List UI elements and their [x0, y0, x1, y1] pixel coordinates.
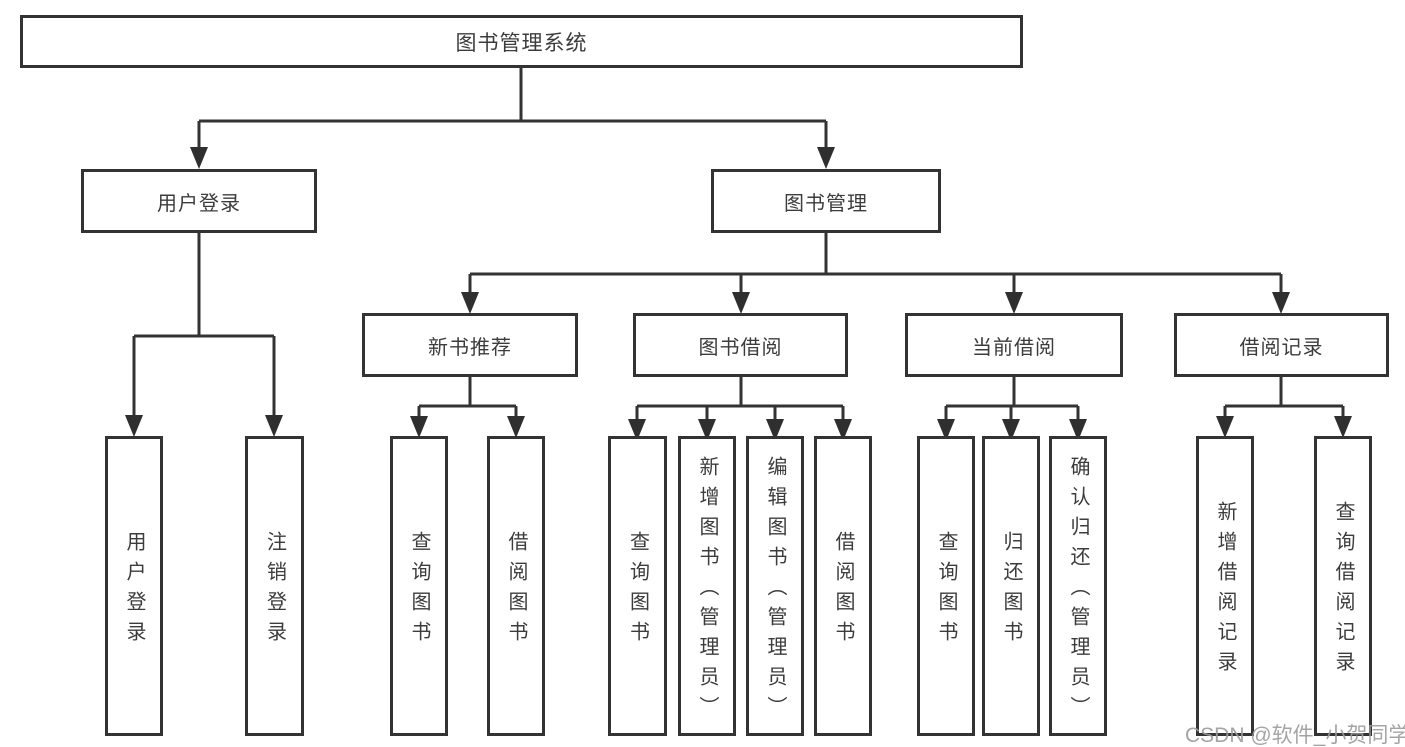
- leaf-return-book-label: 归还图书: [1000, 531, 1022, 651]
- connector-bookmgmt-to-level3: [461, 233, 1290, 314]
- leaf-query-book-current: 查询图书: [917, 436, 975, 736]
- node-book-borrowing: 图书借阅: [633, 313, 848, 377]
- csdn-watermark: CSDN @软件_小贺同学: [1185, 724, 1405, 747]
- leaf-add-borrow-record: 新增借阅记录: [1196, 436, 1254, 736]
- node-book-borrowing-label: 图书借阅: [698, 336, 783, 359]
- leaf-user-login: 用户登录: [105, 436, 163, 736]
- leaf-edit-book-admin: 编辑图书（管理员）: [746, 436, 804, 736]
- leaf-borrow-book-newbooks-label: 借阅图书: [505, 531, 527, 651]
- node-borrowing-records-label: 借阅记录: [1239, 336, 1324, 359]
- leaf-borrow-book-borrowing: 借阅图书: [814, 436, 872, 736]
- connector-bookborrow-to-leaves: [628, 377, 852, 441]
- node-book-management-label: 图书管理: [784, 192, 868, 215]
- node-user-login-group: 用户登录: [81, 169, 317, 233]
- leaf-query-book-newbooks-label: 查询图书: [408, 531, 430, 651]
- leaf-logout-label: 注销登录: [263, 531, 286, 651]
- node-current-borrowing-label: 当前借阅: [972, 336, 1056, 359]
- leaf-add-book-admin: 新增图书（管理员）: [678, 436, 736, 736]
- node-root: 图书管理系统: [20, 15, 1023, 68]
- leaf-query-book-borrowing: 查询图书: [608, 436, 667, 736]
- leaf-add-book-admin-label: 新增图书（管理员）: [696, 456, 718, 726]
- node-new-book-recommend: 新书推荐: [362, 313, 578, 377]
- leaf-query-book-borrowing-label: 查询图书: [626, 531, 649, 651]
- connector-userlogin-to-leaves: [125, 233, 283, 437]
- leaf-logout: 注销登录: [245, 436, 304, 736]
- connector-root-to-level2: [190, 68, 835, 169]
- leaf-query-book-current-label: 查询图书: [935, 531, 957, 651]
- leaf-edit-book-admin-label: 编辑图书（管理员）: [764, 456, 786, 726]
- leaf-add-borrow-record-label: 新增借阅记录: [1214, 501, 1236, 681]
- node-current-borrowing: 当前借阅: [905, 313, 1123, 377]
- leaf-query-book-newbooks: 查询图书: [390, 436, 448, 736]
- node-root-label: 图书管理系统: [455, 31, 588, 55]
- node-borrowing-records: 借阅记录: [1174, 313, 1389, 377]
- leaf-borrow-book-borrowing-label: 借阅图书: [832, 531, 854, 651]
- leaf-confirm-return-admin-label: 确认归还（管理员）: [1067, 456, 1089, 726]
- leaf-borrow-book-newbooks: 借阅图书: [487, 436, 545, 736]
- connector-records-to-leaves: [1216, 377, 1352, 438]
- connector-newbooks-to-leaves: [410, 377, 525, 438]
- node-new-book-recommend-label: 新书推荐: [428, 336, 512, 359]
- leaf-query-borrow-record-label: 查询借阅记录: [1332, 501, 1354, 681]
- connector-currentborrow-to-leaves: [937, 377, 1087, 441]
- node-book-management: 图书管理: [711, 169, 941, 233]
- leaf-return-book: 归还图书: [982, 436, 1040, 736]
- node-user-login-group-label: 用户登录: [157, 192, 241, 215]
- leaf-query-borrow-record: 查询借阅记录: [1314, 436, 1372, 736]
- leaf-confirm-return-admin: 确认归还（管理员）: [1049, 436, 1107, 736]
- leaf-user-login-label: 用户登录: [123, 531, 145, 651]
